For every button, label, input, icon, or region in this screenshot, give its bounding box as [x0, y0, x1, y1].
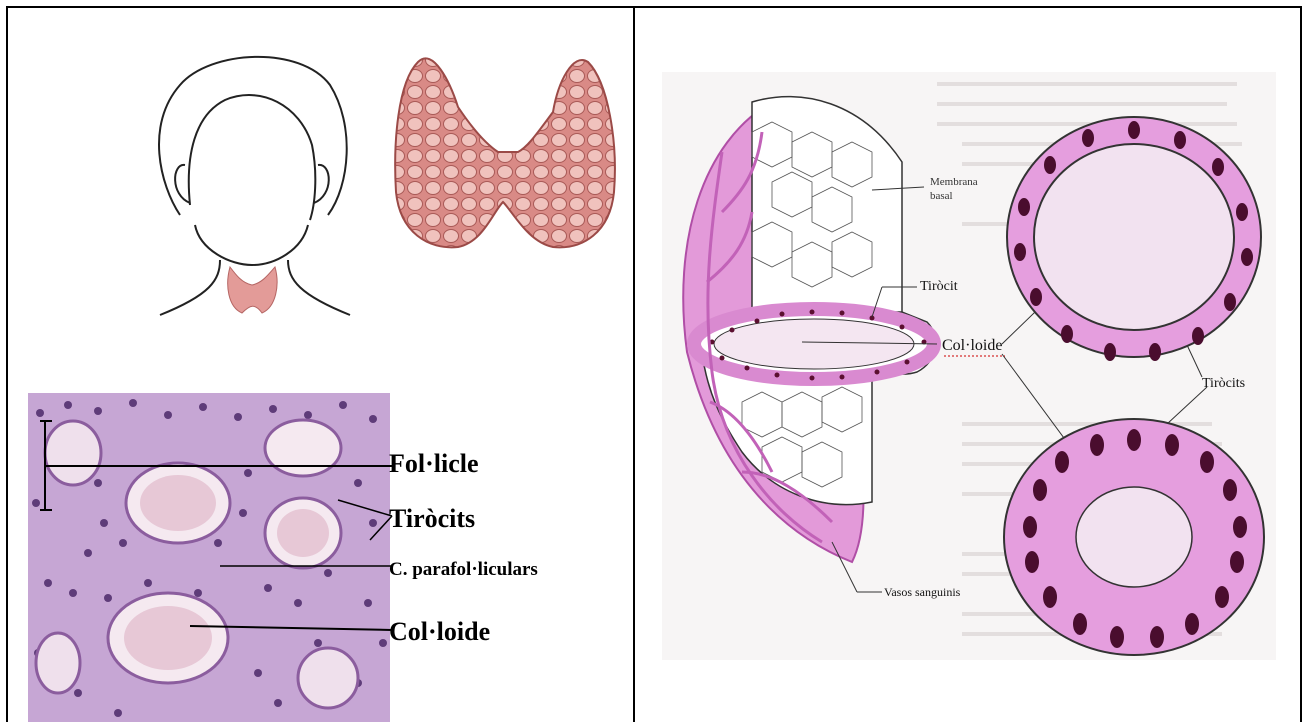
label-colloid: Col·loide — [389, 617, 490, 646]
label-thyrocytes-right: Tiròcits — [1202, 376, 1245, 391]
label-blood-vessels: Vasos sanguinis — [884, 585, 961, 599]
label-basal-membrane-1: Membrana — [930, 176, 978, 188]
label-parafollicular-cells: C. parafol·liculars — [389, 559, 538, 580]
label-colloid-right: Col·loide — [942, 337, 1002, 354]
label-thyrocyte: Tiròcit — [920, 279, 958, 294]
label-basal-membrane-2: basal — [930, 190, 953, 202]
follicle-columnar-section — [1004, 419, 1264, 655]
follicle-diagram: Membrana basal Tiròcit Col·loide Tiròcit… — [662, 72, 1276, 660]
label-thyrocytes: Tiròcits — [389, 504, 475, 533]
label-follicle: Fol·licle — [389, 449, 479, 478]
